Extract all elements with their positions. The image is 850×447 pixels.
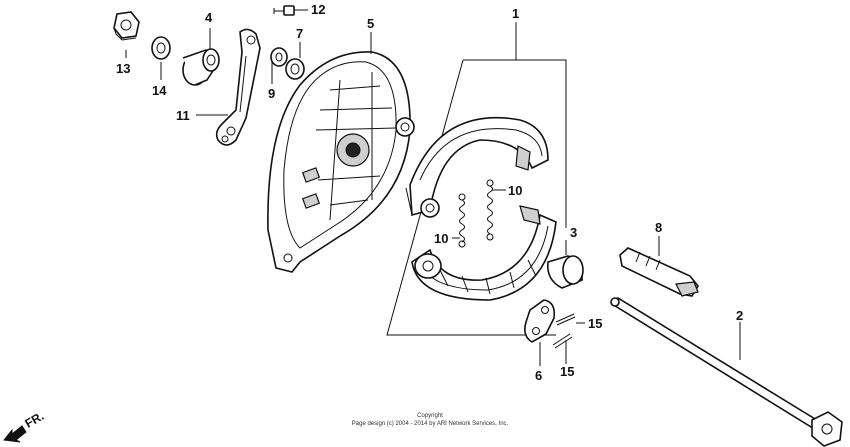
part-5-brake-panel[interactable] — [267, 51, 415, 273]
part-12-bolt[interactable] — [273, 5, 295, 16]
front-arrow-icon — [3, 425, 27, 443]
part-9-nut[interactable] — [270, 47, 288, 67]
part-14-washer[interactable] — [151, 36, 171, 60]
part-8-brake-cam[interactable] — [619, 247, 699, 297]
part-15-cotter-pin-lower[interactable] — [552, 333, 573, 349]
callout-3: 3 — [570, 225, 577, 240]
part-7-lock-washer[interactable] — [285, 58, 305, 80]
callout-14: 14 — [152, 83, 167, 98]
callout-2: 2 — [736, 308, 743, 323]
part-13-flange-nut[interactable] — [113, 11, 140, 41]
copyright-notice: Copyright Page design (c) 2004 - 2014 by… — [300, 412, 560, 428]
leader-lines — [125, 9, 741, 366]
part-4-collar[interactable] — [182, 48, 220, 86]
front-direction-marker: FR. — [3, 409, 47, 443]
callout-5: 5 — [367, 16, 374, 31]
callout-10-upper: 10 — [508, 183, 522, 198]
callout-6: 6 — [535, 368, 542, 383]
callout-7: 7 — [296, 26, 303, 41]
part-11-brake-arm[interactable] — [215, 28, 261, 146]
part-3-collar[interactable] — [546, 255, 584, 289]
brake-shoe-upper[interactable] — [405, 116, 549, 218]
callout-4: 4 — [205, 10, 213, 25]
part-15-cotter-pin-upper[interactable] — [555, 313, 576, 326]
front-label: FR. — [23, 409, 47, 431]
copyright-line-2: Page design (c) 2004 - 2014 by ARI Netwo… — [351, 421, 509, 427]
callout-9: 9 — [268, 86, 275, 101]
callout-15-upper: 15 — [588, 316, 602, 331]
callout-15-lower: 15 — [560, 364, 574, 379]
copyright-line-1: Copyright — [417, 413, 443, 419]
part-10-spring-upper[interactable] — [486, 179, 494, 241]
callout-1: 1 — [512, 6, 519, 21]
callout-13: 13 — [116, 61, 130, 76]
callout-12: 12 — [311, 2, 325, 17]
callout-8: 8 — [655, 220, 662, 235]
part-6-plate[interactable] — [524, 299, 556, 343]
part-2-axle[interactable] — [610, 296, 843, 447]
callout-10-lower: 10 — [434, 231, 448, 246]
brake-shoe-lower[interactable] — [411, 205, 557, 301]
part-10-spring-lower[interactable] — [458, 193, 466, 248]
callout-11: 11 — [176, 108, 190, 123]
